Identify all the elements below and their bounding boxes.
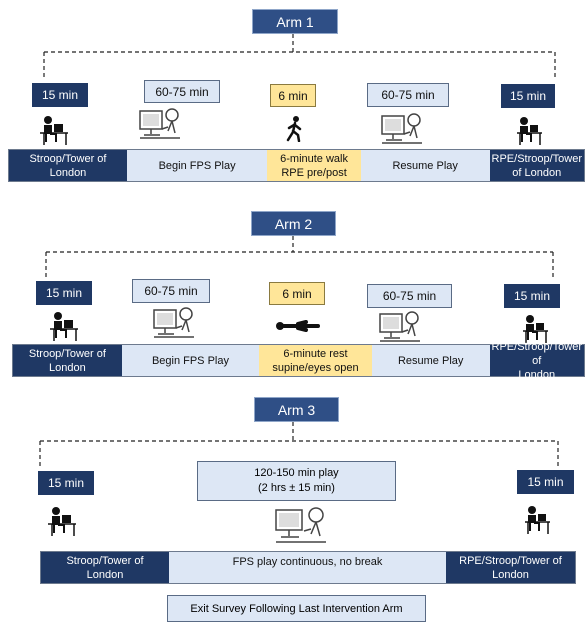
exit-survey-box: Exit Survey Following Last Intervention …	[167, 595, 426, 622]
arm2-duration-2: 60-75 min	[132, 279, 210, 303]
computer-gamer-icon	[275, 507, 326, 543]
desk-person-icon	[50, 312, 78, 341]
walking-person-icon	[286, 116, 302, 142]
arm2-duration-1: 15 min	[36, 281, 92, 305]
arm3-play-box: 120-150 min play (2 hrs ± 15 min)	[197, 461, 396, 501]
arm1-title: Arm 1	[252, 9, 338, 34]
arm2-timeline-bar: Stroop/Tower of London Begin FPS Play 6-…	[12, 340, 585, 381]
arm3-duration-1: 15 min	[38, 471, 94, 495]
arm2-segment-5: RPE/Stroop/Tower of London	[489, 340, 584, 381]
arm3-title: Arm 3	[254, 397, 339, 422]
arm3-play-line-2: (2 hrs ± 15 min)	[258, 482, 335, 494]
arm3-timeline-bar: Stroop/Tower of London FPS play continuo…	[40, 551, 576, 584]
arm1-segment-2: Begin FPS Play	[126, 150, 268, 181]
arm2-duration-5: 15 min	[504, 284, 560, 308]
arm1-segment-3: 6-minute walk RPE pre/post	[267, 150, 361, 181]
arm2-segment-4: Resume Play	[371, 345, 490, 376]
arm1-duration-5: 15 min	[501, 84, 555, 108]
arm1-duration-2: 60-75 min	[144, 80, 220, 103]
desk-person-icon	[525, 506, 550, 534]
arm2-segment-3: 6-minute rest supine/eyes open	[259, 345, 372, 376]
arm3-segment-1: Stroop/Tower of London	[41, 552, 169, 583]
arm3-segment-3: RPE/Stroop/Tower of London	[446, 552, 575, 583]
desk-person-icon	[517, 117, 542, 145]
arm2-segment-1: Stroop/Tower of London	[13, 345, 122, 376]
arm2-duration-3: 6 min	[269, 282, 325, 305]
arm2-segment-2: Begin FPS Play	[121, 345, 260, 376]
desk-person-icon	[40, 116, 68, 145]
desk-person-icon	[48, 507, 76, 536]
desk-person-icon	[523, 315, 548, 343]
lying-person-icon	[276, 320, 320, 332]
arm1-timeline-bar: Stroop/Tower of London Begin FPS Play 6-…	[8, 149, 585, 182]
arm2-title: Arm 2	[251, 211, 336, 236]
arm1-segment-1: Stroop/Tower of London	[9, 150, 127, 181]
arm3-duration-2: 15 min	[517, 470, 574, 494]
arm1-duration-4: 60-75 min	[367, 83, 449, 107]
computer-gamer-icon	[153, 307, 194, 338]
computer-gamer-icon	[139, 108, 180, 139]
arm3-play-line-1: 120-150 min play	[254, 467, 339, 479]
arm2-duration-4: 60-75 min	[367, 284, 452, 308]
arm1-segment-4: Resume Play	[360, 150, 490, 181]
arm1-duration-1: 15 min	[32, 83, 88, 107]
arm1-duration-3: 6 min	[270, 84, 316, 107]
computer-gamer-icon	[381, 113, 422, 144]
computer-gamer-icon	[379, 311, 420, 342]
arm1-segment-5: RPE/Stroop/Tower of London	[489, 150, 584, 181]
arm3-segment-2: FPS play continuous, no break	[169, 552, 446, 583]
